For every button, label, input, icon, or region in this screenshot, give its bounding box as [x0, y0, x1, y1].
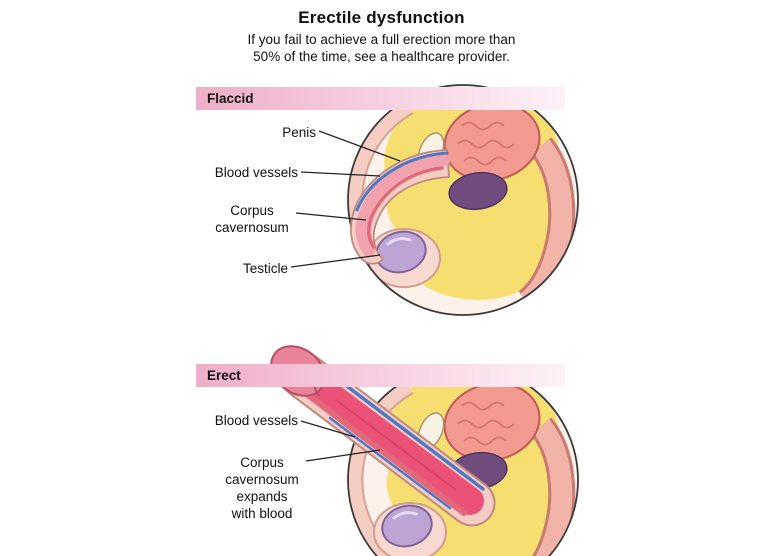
subtitle-line-1: If you fail to achieve a full erection m…	[247, 32, 516, 47]
page-title: Erectile dysfunction	[298, 8, 465, 27]
bladder-texture	[457, 121, 515, 166]
label-corpus-cavernosum-flaccid: Corpus cavernosum	[215, 203, 289, 235]
section-header-erect: Erect	[196, 364, 565, 387]
leader-line	[290, 254, 381, 268]
leader-line	[305, 449, 381, 462]
leader-line	[300, 171, 381, 177]
flaccid-illustration	[290, 84, 579, 316]
section-header-label: Flaccid	[207, 91, 254, 106]
penis-flaccid	[350, 149, 450, 265]
penis-shaft	[350, 149, 450, 265]
section-header-label: Erect	[207, 368, 241, 383]
subtitle-line-2: 50% of the time, see a healthcare provid…	[253, 49, 510, 64]
label-corpus-cavernosum-erect: Corpus cavernosum expands with blood	[225, 455, 299, 521]
corpus-cavernosum-shape	[355, 154, 450, 257]
blood-vessel-blue	[355, 151, 449, 212]
subtitle: If you fail to achieve a full erection m…	[0, 31, 763, 65]
flaccid-leader-lines	[290, 130, 401, 268]
bladder-texture	[457, 401, 515, 446]
leader-line	[318, 130, 401, 162]
prostate-shape	[448, 171, 508, 211]
section-header-flaccid: Flaccid	[196, 87, 565, 110]
blood-vessel-blue	[328, 416, 452, 510]
testicle-highlight	[386, 237, 412, 246]
leader-line	[295, 212, 367, 221]
erect-leader-lines	[300, 420, 381, 462]
erect-illustration	[270, 345, 579, 556]
testicle-highlight	[392, 511, 418, 520]
blood-vessel-red	[293, 383, 467, 516]
label-penis: Penis	[282, 125, 316, 140]
rectum-inner	[520, 419, 573, 556]
label-blood-vessels-flaccid: Blood vessels	[214, 165, 298, 180]
corpus-texture	[335, 399, 457, 491]
label-testicle: Testicle	[242, 261, 288, 276]
label-blood-vessels-erect: Blood vessels	[214, 413, 298, 428]
abdominal-skin-shape	[348, 379, 413, 556]
blood-vessel-red	[367, 166, 444, 249]
illustration-border	[347, 84, 579, 316]
leader-line	[300, 420, 356, 438]
